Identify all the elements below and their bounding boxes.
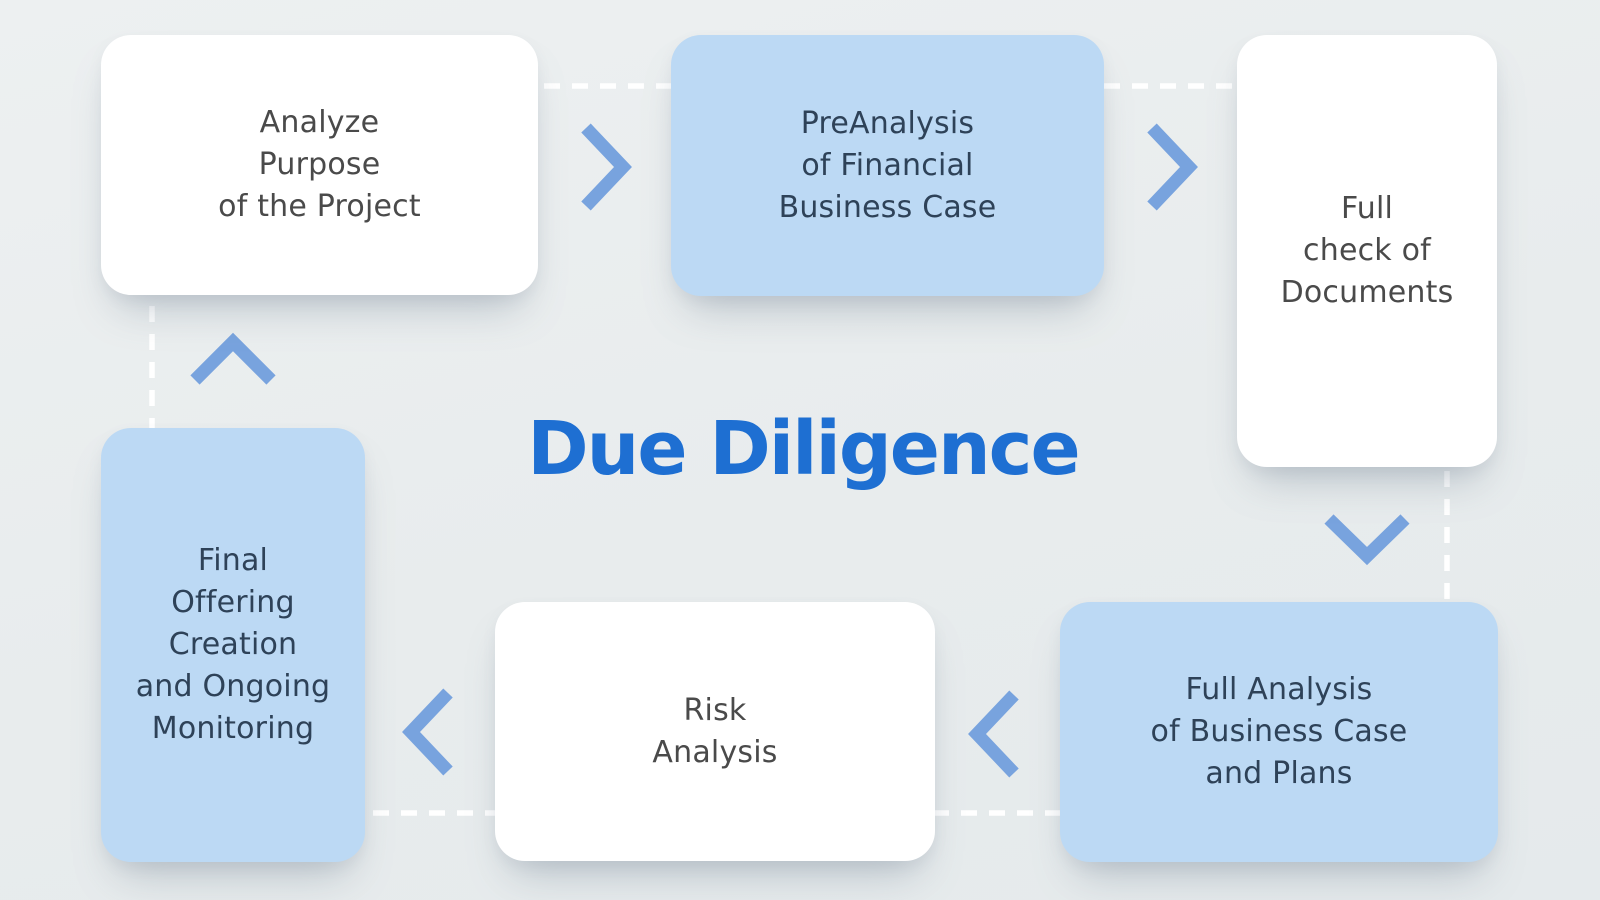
chevron-left-icon xyxy=(402,688,453,776)
node-final-offering: Final Offering Creation and Ongoing Moni… xyxy=(101,428,365,862)
chevron-right-icon xyxy=(581,123,632,211)
node-risk-analysis: Risk Analysis xyxy=(495,602,935,861)
node-analyze-purpose: Analyze Purpose of the Project xyxy=(101,35,538,295)
node-full-analysis-business: Full Analysis of Business Case and Plans xyxy=(1060,602,1498,862)
chevron-left-icon xyxy=(968,690,1019,778)
chevron-right-icon xyxy=(1147,123,1198,211)
chevron-down-icon xyxy=(1324,514,1410,566)
chevron-up-icon xyxy=(190,332,276,385)
node-preanalysis-financial: PreAnalysis of Financial Business Case xyxy=(671,35,1104,296)
node-full-check-documents: Full check of Documents xyxy=(1237,35,1497,467)
diagram-title: Due Diligence xyxy=(527,406,1080,492)
